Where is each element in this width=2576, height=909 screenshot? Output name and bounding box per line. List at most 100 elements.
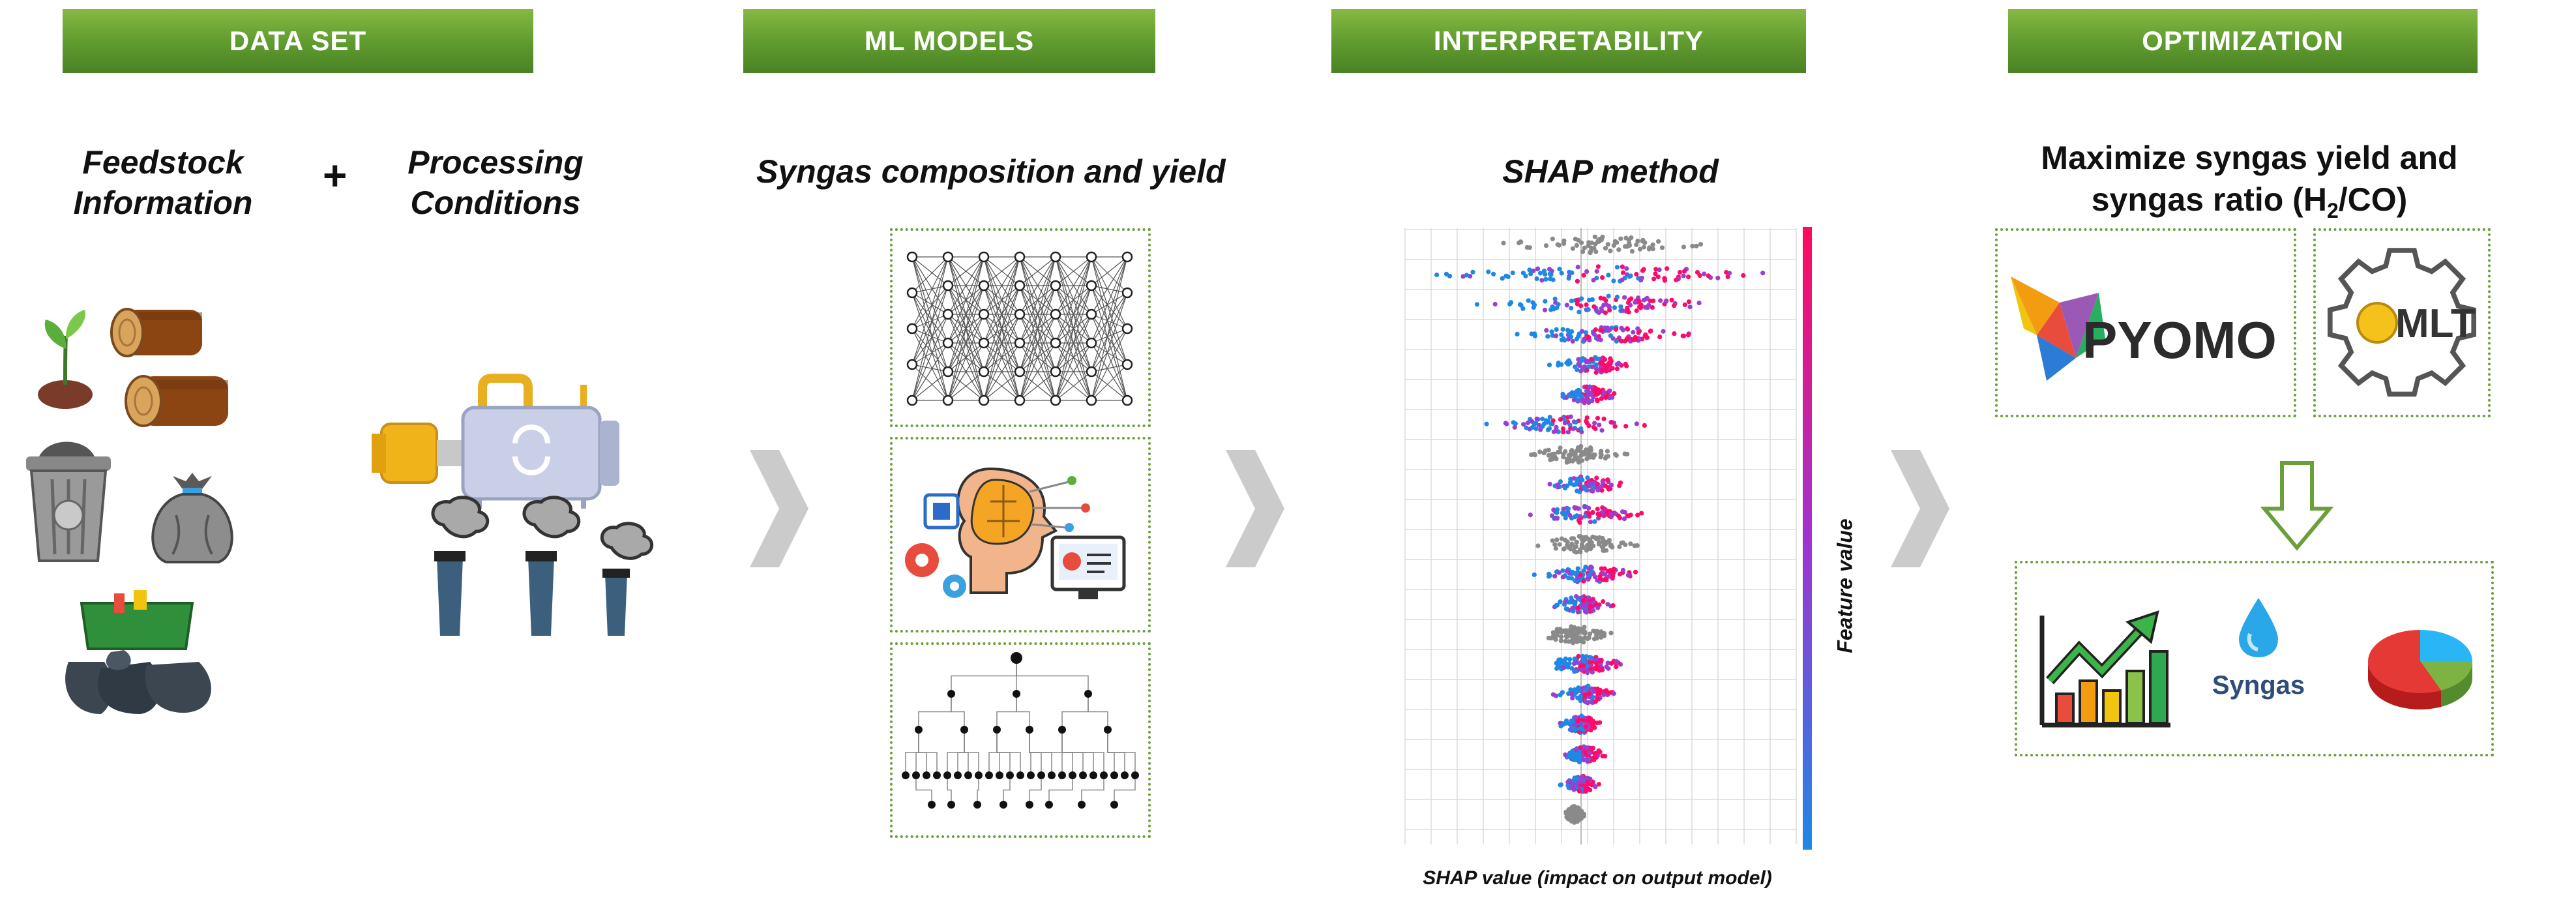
- shap-dot: [1575, 301, 1580, 306]
- shap-dot: [1569, 666, 1575, 671]
- nn-edge: [947, 371, 985, 401]
- shap-dot: [1595, 488, 1601, 493]
- shap-dot: [1460, 274, 1466, 279]
- ml-heading: Syngas composition and yield: [756, 153, 1226, 190]
- shap-dot: [1597, 535, 1602, 540]
- shap-dot: [1518, 239, 1523, 245]
- nn-edge: [911, 256, 949, 293]
- nn-node: [978, 280, 990, 291]
- shap-dot: [1560, 722, 1565, 727]
- shap-dot: [1609, 513, 1614, 518]
- shap-dot: [1547, 267, 1552, 272]
- shap-dot: [1577, 309, 1582, 314]
- shap-dot: [1573, 482, 1578, 487]
- shap-dot: [1553, 428, 1558, 434]
- tree-edge: [1061, 694, 1089, 730]
- shap-dot: [1564, 631, 1569, 636]
- shap-dot: [1595, 507, 1600, 512]
- shap-dot: [1572, 505, 1577, 510]
- shap-dot: [1725, 274, 1730, 280]
- shap-dot: [1559, 536, 1564, 541]
- shap-dot: [1616, 513, 1621, 518]
- shap-dot: [1605, 509, 1610, 514]
- shap-dot: [1672, 303, 1677, 308]
- shap-dot: [1619, 541, 1624, 546]
- shap-dot: [1564, 634, 1569, 640]
- shap-dot: [1575, 456, 1580, 461]
- ai-brain-panel: [890, 437, 1151, 633]
- shap-dot: [1570, 338, 1575, 344]
- shap-dot: [1586, 683, 1591, 689]
- nn-node: [1050, 366, 1061, 378]
- shap-dot: [1558, 782, 1563, 787]
- processing-heading-line1: Processing: [407, 144, 584, 181]
- nn-node: [906, 323, 918, 335]
- smokestack-icon: [522, 496, 581, 636]
- section-banner-label: OPTIMIZATION: [2142, 25, 2344, 56]
- shap-dot: [1525, 420, 1530, 425]
- tree-edge: [1003, 775, 1011, 805]
- shap-dot: [1578, 693, 1584, 699]
- shap-dot: [1566, 453, 1571, 458]
- shap-dot: [1687, 305, 1693, 310]
- shap-dot: [1593, 385, 1598, 391]
- chevron-right-icon: [1226, 450, 1284, 567]
- shap-dot: [1741, 273, 1746, 278]
- shap-dot: [1544, 328, 1549, 333]
- shap-dot: [1553, 637, 1558, 642]
- nn-edge: [1091, 256, 1128, 329]
- shap-dot: [1541, 268, 1547, 273]
- tree-node: [1037, 771, 1045, 779]
- nn-edge: [1055, 256, 1092, 286]
- tree-node: [1058, 771, 1066, 779]
- shap-dot: [1575, 264, 1580, 270]
- nn-edge: [911, 342, 949, 365]
- shap-dot: [1616, 361, 1621, 366]
- shap-dot: [1578, 745, 1583, 751]
- shap-dot: [1538, 427, 1543, 432]
- nn-edge: [911, 328, 949, 344]
- nn-edge: [983, 285, 1020, 401]
- shap-dot: [1628, 303, 1633, 308]
- shap-dot: [1586, 481, 1591, 486]
- nn-edge: [1091, 371, 1128, 401]
- shap-dot: [1625, 451, 1630, 456]
- shap-dot: [1627, 243, 1633, 248]
- tree-node: [999, 801, 1007, 809]
- tree-node: [1089, 771, 1097, 779]
- shap-dot: [1593, 327, 1598, 333]
- shap-dot: [1607, 388, 1612, 393]
- nn-edge: [1091, 314, 1128, 365]
- shap-dot: [1576, 688, 1581, 694]
- tree-edge: [996, 730, 1021, 775]
- shap-dot: [1598, 454, 1603, 460]
- tree-edge: [915, 775, 932, 805]
- shap-dot: [1611, 243, 1616, 248]
- shap-dot: [1564, 718, 1569, 723]
- tree-node: [902, 771, 910, 779]
- shap-dot: [1575, 445, 1580, 451]
- nn-edge: [1055, 256, 1092, 401]
- shap-dot: [1552, 542, 1558, 547]
- shap-dot: [1567, 269, 1572, 275]
- shap-dot: [1562, 421, 1567, 426]
- tree-node: [1026, 726, 1033, 734]
- shap-dot: [1556, 664, 1562, 669]
- shap-dot: [1559, 332, 1564, 337]
- shap-dot: [1556, 629, 1561, 634]
- shap-dot: [1616, 247, 1621, 252]
- pyomo-panel: PYOMO: [1995, 228, 2296, 417]
- shap-dot: [1582, 630, 1588, 635]
- shap-dot: [1598, 658, 1603, 663]
- shap-dot: [1625, 513, 1630, 518]
- shap-dot: [1618, 236, 1623, 241]
- shap-dot: [1589, 723, 1594, 728]
- nn-edge: [1055, 314, 1092, 401]
- shap-dot: [1570, 696, 1575, 701]
- shap-dot: [1578, 477, 1584, 483]
- nn-edge: [911, 285, 949, 293]
- shap-dot: [1592, 421, 1597, 426]
- shap-dot: [1572, 687, 1577, 693]
- shap-dot: [1572, 757, 1577, 762]
- shap-dot: [1561, 506, 1566, 511]
